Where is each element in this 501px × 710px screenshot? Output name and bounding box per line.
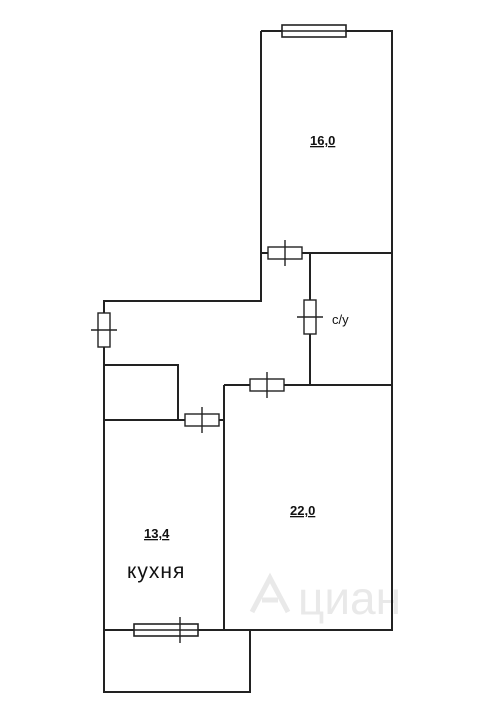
watermark-logo-icon — [249, 572, 291, 614]
bedroom-door — [267, 240, 303, 266]
bathroom-label: с/у — [332, 312, 349, 327]
kitchen-door — [184, 407, 220, 433]
watermark-text: циан — [298, 572, 401, 624]
kitchen-label: кухня — [127, 560, 185, 583]
entrance-door — [91, 312, 117, 348]
kitchen-area-label: 13,4 — [144, 526, 170, 541]
storage-closet — [103, 364, 179, 421]
watermark: циан — [249, 572, 401, 624]
living-door — [249, 372, 285, 398]
balcony — [103, 630, 251, 693]
living-area-label: 22,0 — [290, 503, 315, 518]
bathroom-door — [297, 299, 323, 335]
bedroom-area-label: 16,0 — [310, 133, 335, 148]
